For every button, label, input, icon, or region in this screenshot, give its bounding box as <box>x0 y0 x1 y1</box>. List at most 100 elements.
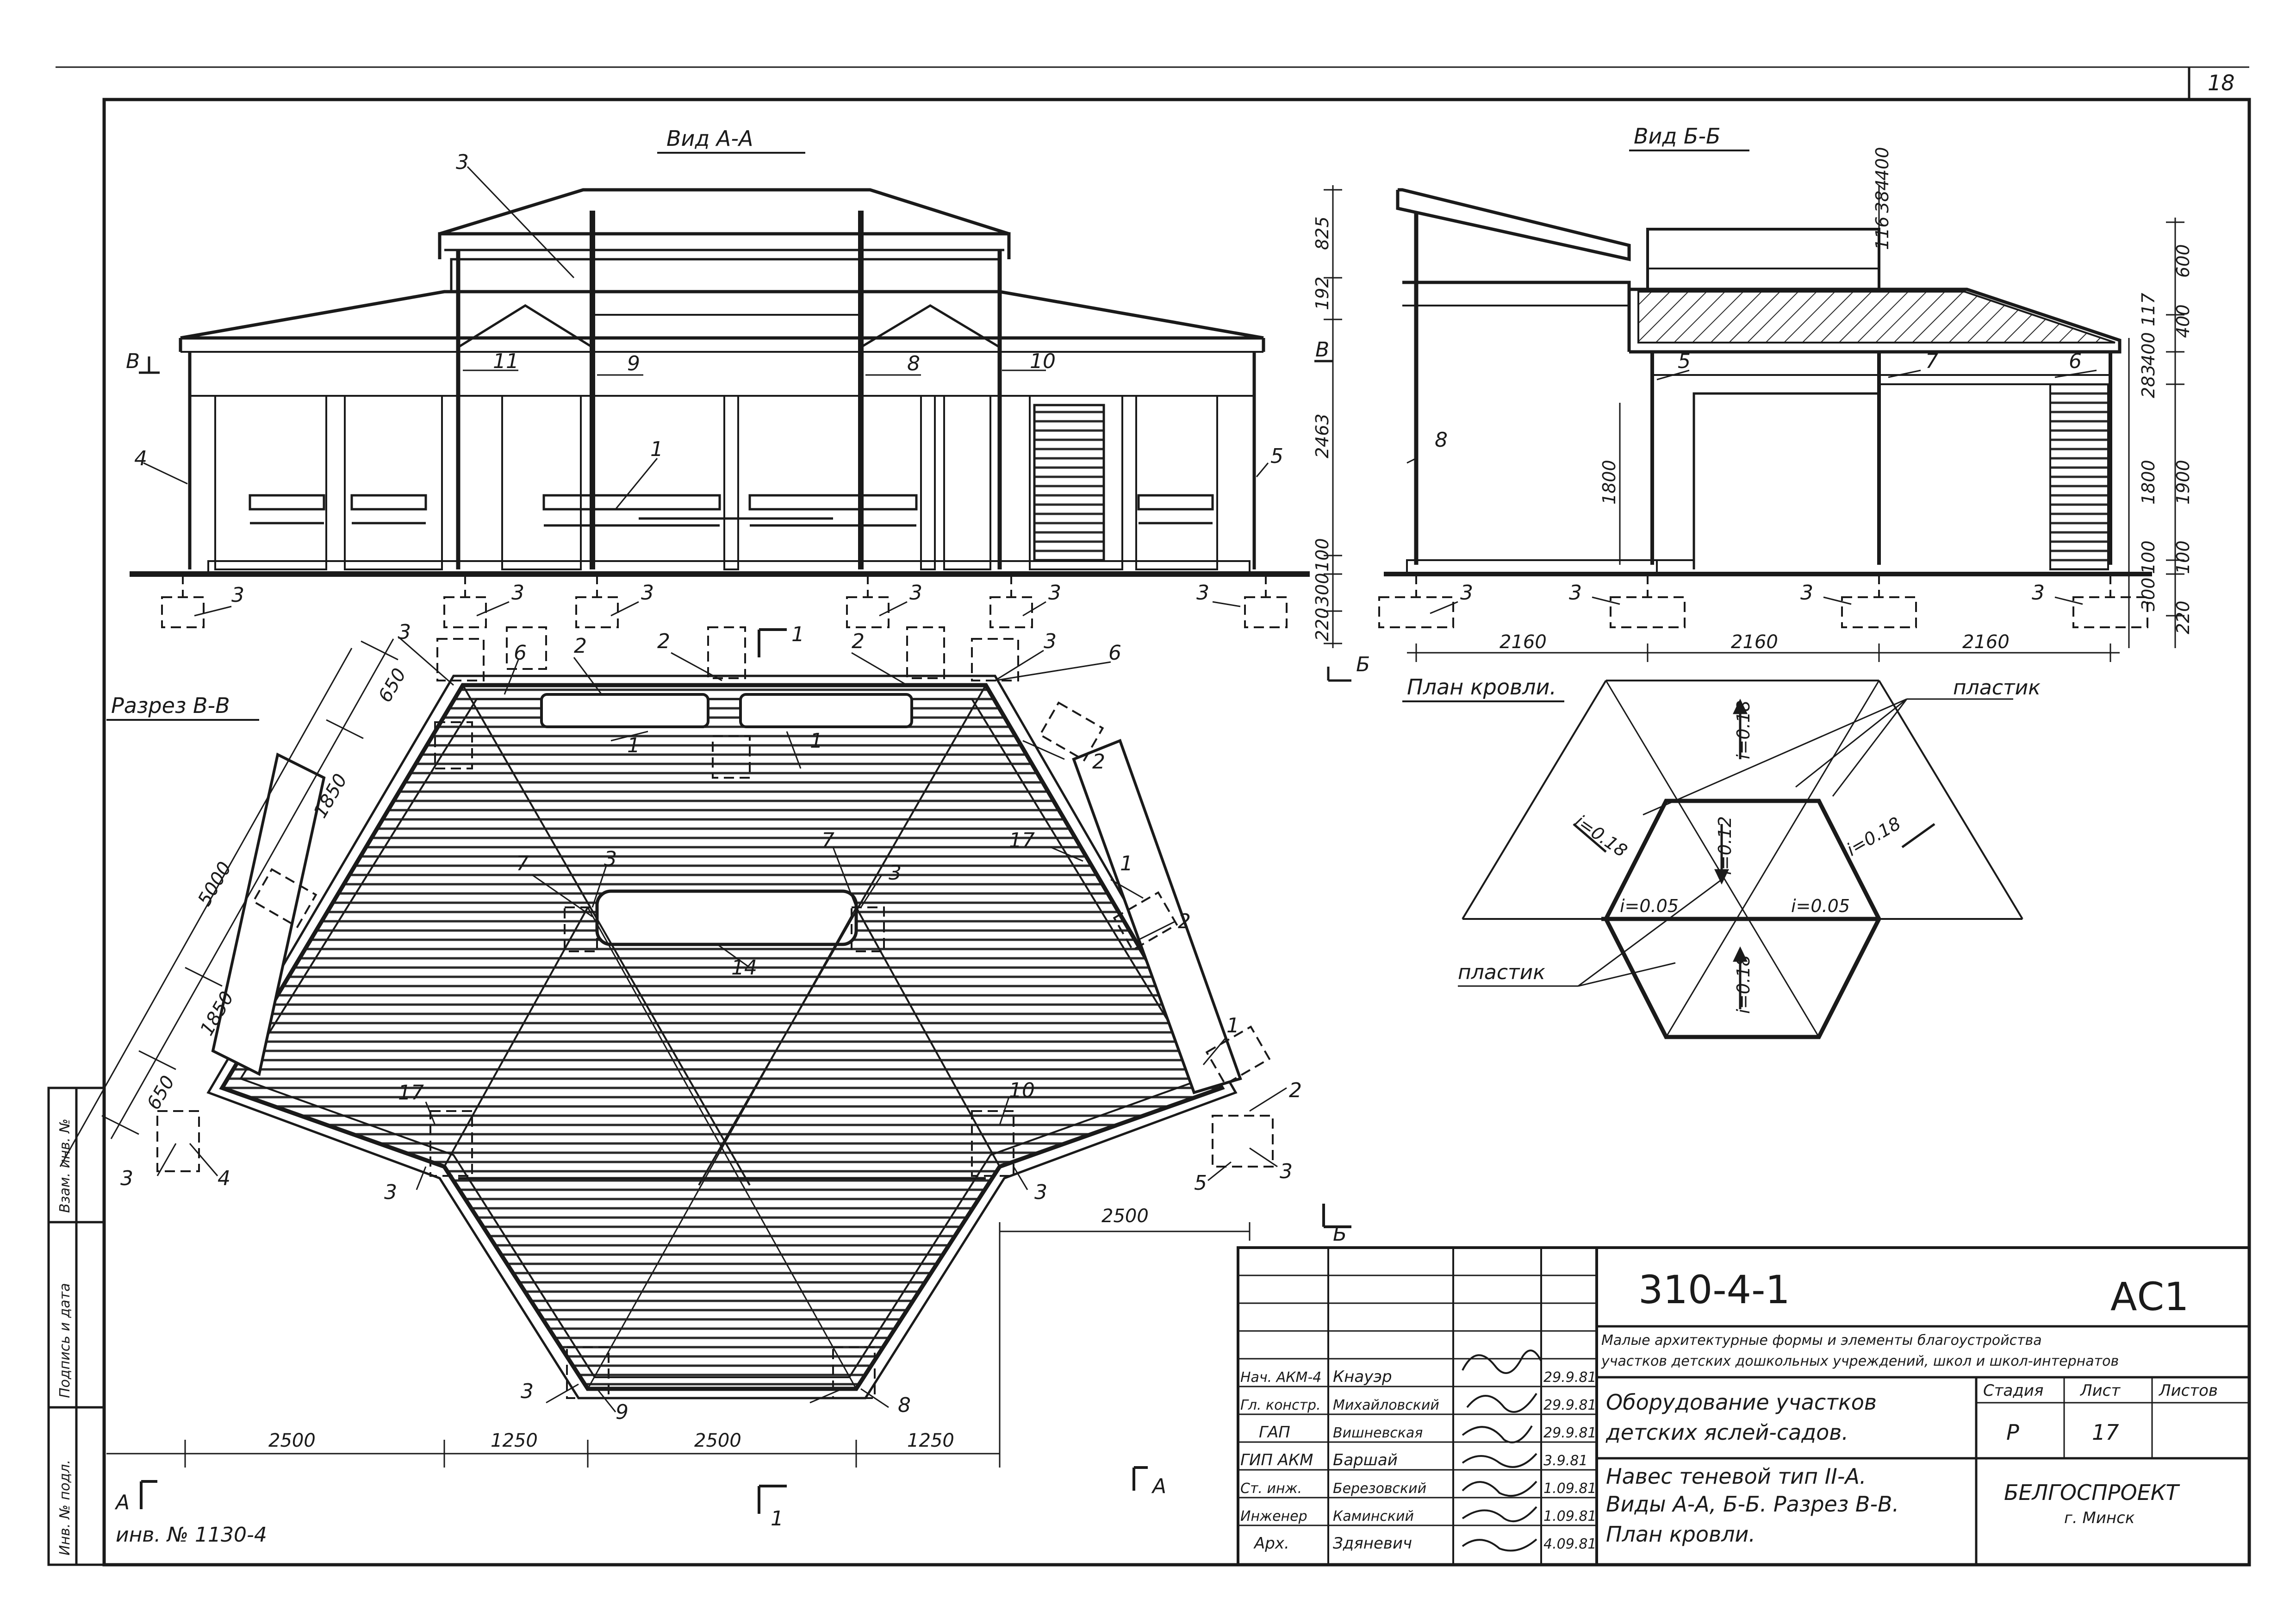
staff-date: 29.9.81 <box>1543 1425 1597 1441</box>
view-aa-foundation-mark: 3 <box>641 581 654 605</box>
section-bb-marker: 14 <box>731 956 757 980</box>
view-aa-foundation-mark: 3 <box>909 581 922 605</box>
view-bb-dimension: 2160 <box>1962 631 2010 653</box>
view-aa-marker: 3 <box>456 150 469 174</box>
view-bb-bottom-dimensions <box>1407 643 2120 662</box>
section-bb-marker: 3 <box>384 1181 397 1204</box>
view-bb-marker: 7 <box>1925 350 1938 373</box>
section-bb-foundations <box>156 626 1274 1399</box>
view-bb-foundation-marks <box>1430 596 2083 614</box>
view-aa-foundation-mark: 3 <box>1196 581 1209 605</box>
section-bb-marker: 17 <box>398 1081 424 1105</box>
section-bb-marker: 3 <box>521 1380 534 1403</box>
title-block-sheet-code: АС1 <box>2110 1274 2189 1319</box>
view-aa-marker: 9 <box>627 352 640 375</box>
staff-date: 29.9.81 <box>1543 1397 1597 1413</box>
view-aa-marker-lines <box>143 166 1269 510</box>
roof-plan-slope: i=0.12 <box>1715 816 1735 875</box>
section-bb-dimension: 650 <box>374 665 411 706</box>
side-stamp <box>47 1087 106 1566</box>
section-bb-dimension: 1250 <box>491 1430 538 1451</box>
staff-name: Вишневская <box>1333 1425 1423 1441</box>
title-block-project-line1: Оборудование участков <box>1606 1390 1877 1415</box>
view-aa-section-cut-marks <box>139 356 1333 374</box>
staff-name: Михайловский <box>1333 1397 1439 1413</box>
section-bb-leaders <box>156 636 1287 1412</box>
view-bb: Вид Б-Б <box>1327 124 2193 682</box>
view-bb-dimension: 400 <box>2138 332 2159 366</box>
section-bb-marker: 3 <box>604 847 617 871</box>
section-bb-cut-marks <box>140 628 1351 1514</box>
staff-name: Кнауэр <box>1333 1368 1392 1386</box>
view-aa-foundation-marks <box>194 601 1241 617</box>
staff-date: 1.09.81 <box>1543 1480 1597 1497</box>
staff-role: Нач. АКМ-4 <box>1240 1369 1321 1386</box>
view-bb-section-mark: Б <box>1356 653 1370 676</box>
section-bb-floor <box>219 683 1225 1391</box>
view-bb-dimension: 384 <box>1872 179 1892 213</box>
staff-name: Каминский <box>1333 1508 1414 1524</box>
view-aa-dimension: 300 <box>1312 573 1332 606</box>
view-bb-foundation-mark: 3 <box>1800 581 1813 605</box>
section-bb-dimension: 1250 <box>907 1430 954 1451</box>
section-bb-marker: 2 <box>1289 1079 1302 1102</box>
side-stamp-original-inventory: Инв. № подл. <box>57 1460 73 1555</box>
view-bb-dimension: 300 <box>2138 577 2159 611</box>
view-bb-dimension: 1800 <box>1599 460 1619 505</box>
section-bb-marker: 17 <box>1009 829 1035 852</box>
title-block-sheet-value: 17 <box>2092 1420 2119 1445</box>
view-bb-structure <box>1378 188 2152 628</box>
section-bb-dimension: 5000 <box>194 858 236 910</box>
view-aa-marker: 8 <box>907 352 920 375</box>
view-aa-dimension: 220 <box>1312 607 1332 641</box>
view-bb-foundation-mark: 3 <box>1569 581 1582 605</box>
staff-role: Арх. <box>1253 1534 1289 1553</box>
staff-date: 4.09.81 <box>1543 1536 1597 1552</box>
view-aa-marker: 1 <box>650 437 663 461</box>
view-aa-foundation-mark: 3 <box>511 581 524 605</box>
view-bb-title: Вид Б-Б <box>1634 124 1721 149</box>
staff-role: ГИП АКМ <box>1240 1451 1313 1469</box>
view-bb-dimension: 117 <box>2138 293 2159 326</box>
view-bb-dimension: 2160 <box>1500 631 1547 653</box>
title-block-series-line2: участков детских дошкольных учреждений, … <box>1601 1353 2119 1369</box>
section-bb-marker: 9 <box>616 1400 628 1424</box>
title-block-org: БЕЛГОСПРОЕКТ <box>2004 1480 2180 1505</box>
title-block-drawing-line3: План кровли. <box>1606 1522 1755 1547</box>
section-bb-cut-mark: 1 <box>791 623 804 646</box>
section-bb-marker: 2 <box>1178 910 1191 933</box>
roof-plan-material-leaders <box>1458 698 2013 987</box>
roof-plan-geometry <box>1462 680 2023 1039</box>
title-block-project-line2: детских яслей-садов. <box>1605 1420 1848 1445</box>
view-aa-dimension: 192 <box>1312 276 1332 310</box>
section-bb-marker: 2 <box>574 634 587 658</box>
view-bb-foundation-mark: 3 <box>2032 581 2045 605</box>
staff-date: 1.09.81 <box>1543 1508 1597 1524</box>
roof-plan-slope: i=0.05 <box>1791 896 1850 916</box>
section-bb-marker: 10 <box>1009 1079 1035 1102</box>
section-bb-marker: 1 <box>1120 852 1133 875</box>
section-bb-marker: 1 <box>627 734 640 757</box>
section-bb-marker: 2 <box>657 630 670 653</box>
view-bb-dimension: 100 <box>2138 540 2159 574</box>
view-bb-dimension: 2160 <box>1731 631 1778 653</box>
section-bb-marker: 7 <box>516 852 529 875</box>
roof-plan: План кровли. i=0.18 i=0.18 i=0.18 <box>1402 675 2041 1039</box>
view-bb-marker-lines <box>1406 369 2097 464</box>
view-bb-right-dimensions <box>1878 185 2184 648</box>
view-aa: Вид А-А <box>126 126 1342 648</box>
title-block-stage-value: Р <box>2006 1420 2019 1445</box>
section-bb-cut-mark: А <box>114 1491 130 1514</box>
staff-role: ГАП <box>1259 1423 1290 1442</box>
title-block-series-line1: Малые архитектурные формы и элементы бла… <box>1601 1332 2042 1349</box>
view-aa-marker: 5 <box>1270 444 1283 468</box>
staff-date: 29.9.81 <box>1543 1369 1597 1386</box>
section-bb-title: Разрез В-В <box>111 693 230 718</box>
view-bb-cut-mark <box>1327 667 1351 682</box>
title-block-sheets-label: Листов <box>2158 1381 2218 1400</box>
section-bb-cut-mark: А <box>1151 1474 1166 1498</box>
section-bb-marker: 3 <box>398 620 411 644</box>
roof-plan-slope: i=0.18 <box>1571 811 1631 861</box>
view-bb-dimension: 1800 <box>2138 460 2159 505</box>
